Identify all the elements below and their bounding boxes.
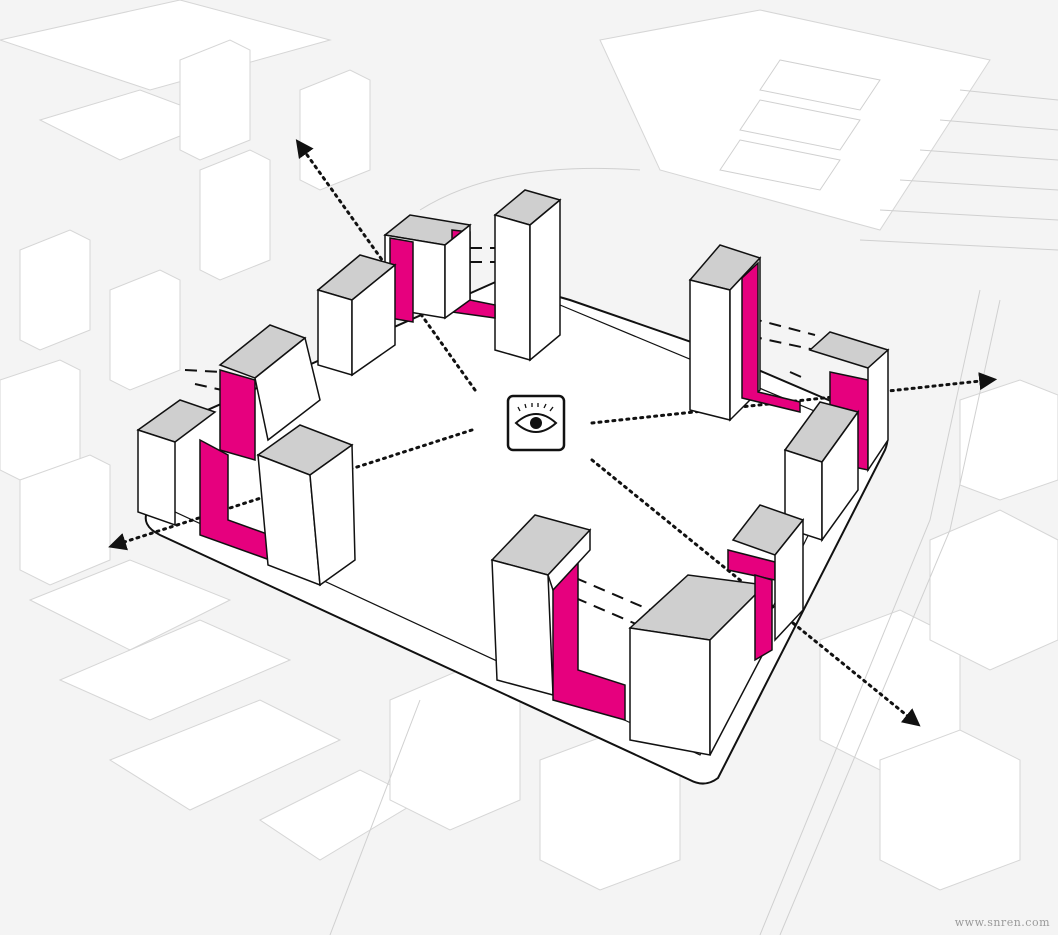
building-south-west xyxy=(136,399,356,587)
building-south-east-l xyxy=(628,504,805,756)
building-west-l xyxy=(218,324,321,461)
building-tower-a xyxy=(493,189,562,362)
building-north-west xyxy=(316,254,397,377)
view-arrow-south xyxy=(590,458,921,727)
eye-icon xyxy=(506,394,566,452)
context-buildings xyxy=(0,0,1058,891)
building-south-tower xyxy=(490,514,626,721)
watermark-text: www.snren.com xyxy=(954,916,1050,929)
building-north-east xyxy=(688,244,801,422)
building-north-l xyxy=(383,214,496,323)
view-arrow-north xyxy=(295,139,477,392)
building-east-l xyxy=(783,331,890,543)
